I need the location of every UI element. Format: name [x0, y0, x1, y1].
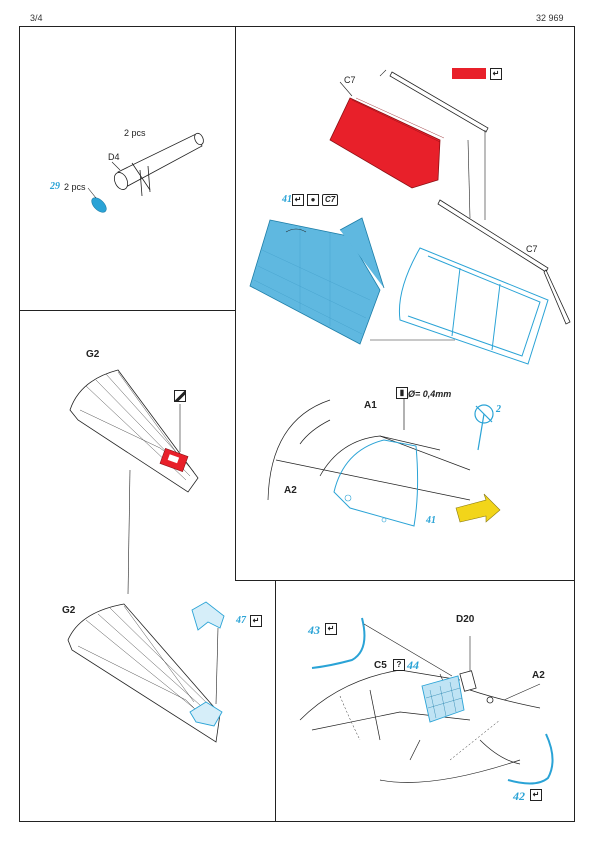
fold-icon-42: ↵: [530, 789, 542, 801]
blue-washer: [91, 197, 107, 213]
step-41: 41: [282, 194, 292, 205]
part-g2-mid: G2: [86, 349, 100, 360]
part-g2-bottom: G2: [62, 605, 76, 616]
part-c5: C5: [374, 660, 387, 671]
part-a2-top: A2: [284, 485, 297, 496]
fold-icon-43: ↵: [325, 623, 337, 635]
step-43: 43: [308, 623, 320, 637]
red-flap: [329, 97, 441, 189]
page-number: 3/4: [30, 13, 43, 23]
part-c7-top: C7: [344, 75, 356, 85]
step-29: 29: [50, 181, 60, 192]
yellow-direction-arrow: [455, 493, 501, 523]
part-d4-label: D4: [108, 152, 120, 162]
fold-icon-47: ↵: [250, 615, 262, 627]
step-2: 2: [496, 404, 501, 415]
drill-icon: ▮: [396, 387, 408, 399]
question-icon: ?: [393, 659, 405, 671]
glue-icon: ●: [307, 194, 319, 206]
part-d20: D20: [456, 614, 475, 625]
qty-label-lower: 2 pcs: [64, 182, 86, 192]
step-44: 44: [407, 658, 419, 672]
blue-canopy-outline: [333, 439, 419, 527]
step-41b: 41: [426, 515, 436, 526]
red-color-swatch: [452, 68, 486, 79]
blue-etched-panel: [249, 219, 381, 345]
tag-c7: C7: [322, 194, 339, 206]
part-a2-bottom: A2: [532, 670, 545, 681]
kit-number: 32 969: [536, 13, 564, 23]
step-42: 42: [513, 789, 525, 803]
fold-icon: ↵: [292, 194, 304, 206]
bend-icon: ↵: [490, 68, 502, 80]
photo-etch-icon: [174, 390, 186, 402]
qty-label-upper: 2 pcs: [124, 128, 146, 138]
diameter-note: Ø= 0,4mm: [408, 389, 452, 399]
step-47: 47: [236, 615, 246, 626]
part-c7-mid: C7: [526, 244, 538, 254]
part-a1: A1: [364, 400, 377, 411]
